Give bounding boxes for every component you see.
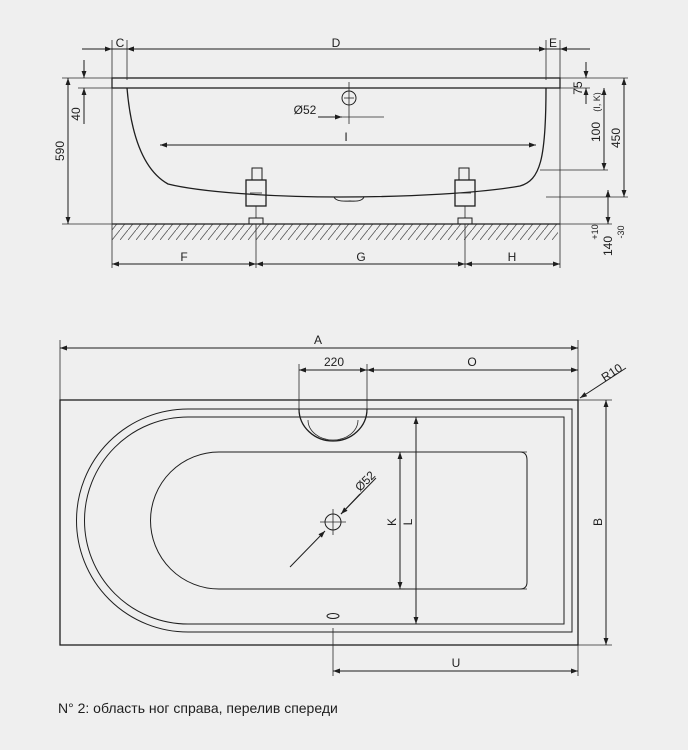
- basin-edge: [84, 416, 565, 625]
- drain-outlet: [333, 196, 365, 202]
- drain-front: [326, 613, 340, 619]
- label-100-note: (I, K): [592, 92, 602, 112]
- leg-right: [454, 167, 476, 225]
- label-U: U: [452, 656, 461, 670]
- label-H: H: [508, 250, 517, 264]
- basin-floor: [150, 451, 528, 590]
- tub-outline: [59, 399, 579, 646]
- leg-left: [245, 167, 267, 225]
- label-R10: R10: [599, 361, 625, 385]
- label-75: 75: [571, 81, 585, 95]
- label-d52-top: Ø52: [352, 468, 378, 494]
- label-F: F: [180, 250, 187, 264]
- label-K: K: [385, 518, 399, 526]
- label-220: 220: [324, 355, 344, 369]
- label-minus30: -30: [616, 225, 626, 238]
- drawing-caption: N° 2: область ног справа, перелив сперед…: [58, 700, 338, 716]
- label-I: I: [344, 130, 347, 144]
- label-140: 140: [601, 236, 615, 256]
- tub-body: [126, 87, 547, 198]
- label-450: 450: [609, 128, 623, 148]
- label-O: O: [467, 355, 476, 369]
- label-L: L: [401, 518, 415, 525]
- top-view: Ø52 A 220 O R10 K L B: [59, 333, 627, 676]
- label-40: 40: [69, 107, 83, 121]
- side-view: C D E Ø52 I 40 590 75 100 (I, K) 450 +10…: [53, 36, 628, 268]
- floor-hatch: [112, 224, 558, 240]
- label-plus10: +10: [590, 224, 600, 239]
- label-590: 590: [53, 141, 67, 161]
- label-100: 100: [589, 122, 603, 142]
- label-G: G: [356, 250, 365, 264]
- label-C: C: [116, 36, 125, 50]
- label-B: B: [591, 518, 605, 526]
- overflow-recess: [298, 408, 368, 442]
- label-A: A: [314, 333, 322, 347]
- label-E: E: [549, 36, 557, 50]
- label-d52-side: Ø52: [294, 103, 317, 117]
- rim-inner-edge: [76, 408, 573, 633]
- tub-rim: [111, 77, 561, 89]
- label-D: D: [332, 36, 341, 50]
